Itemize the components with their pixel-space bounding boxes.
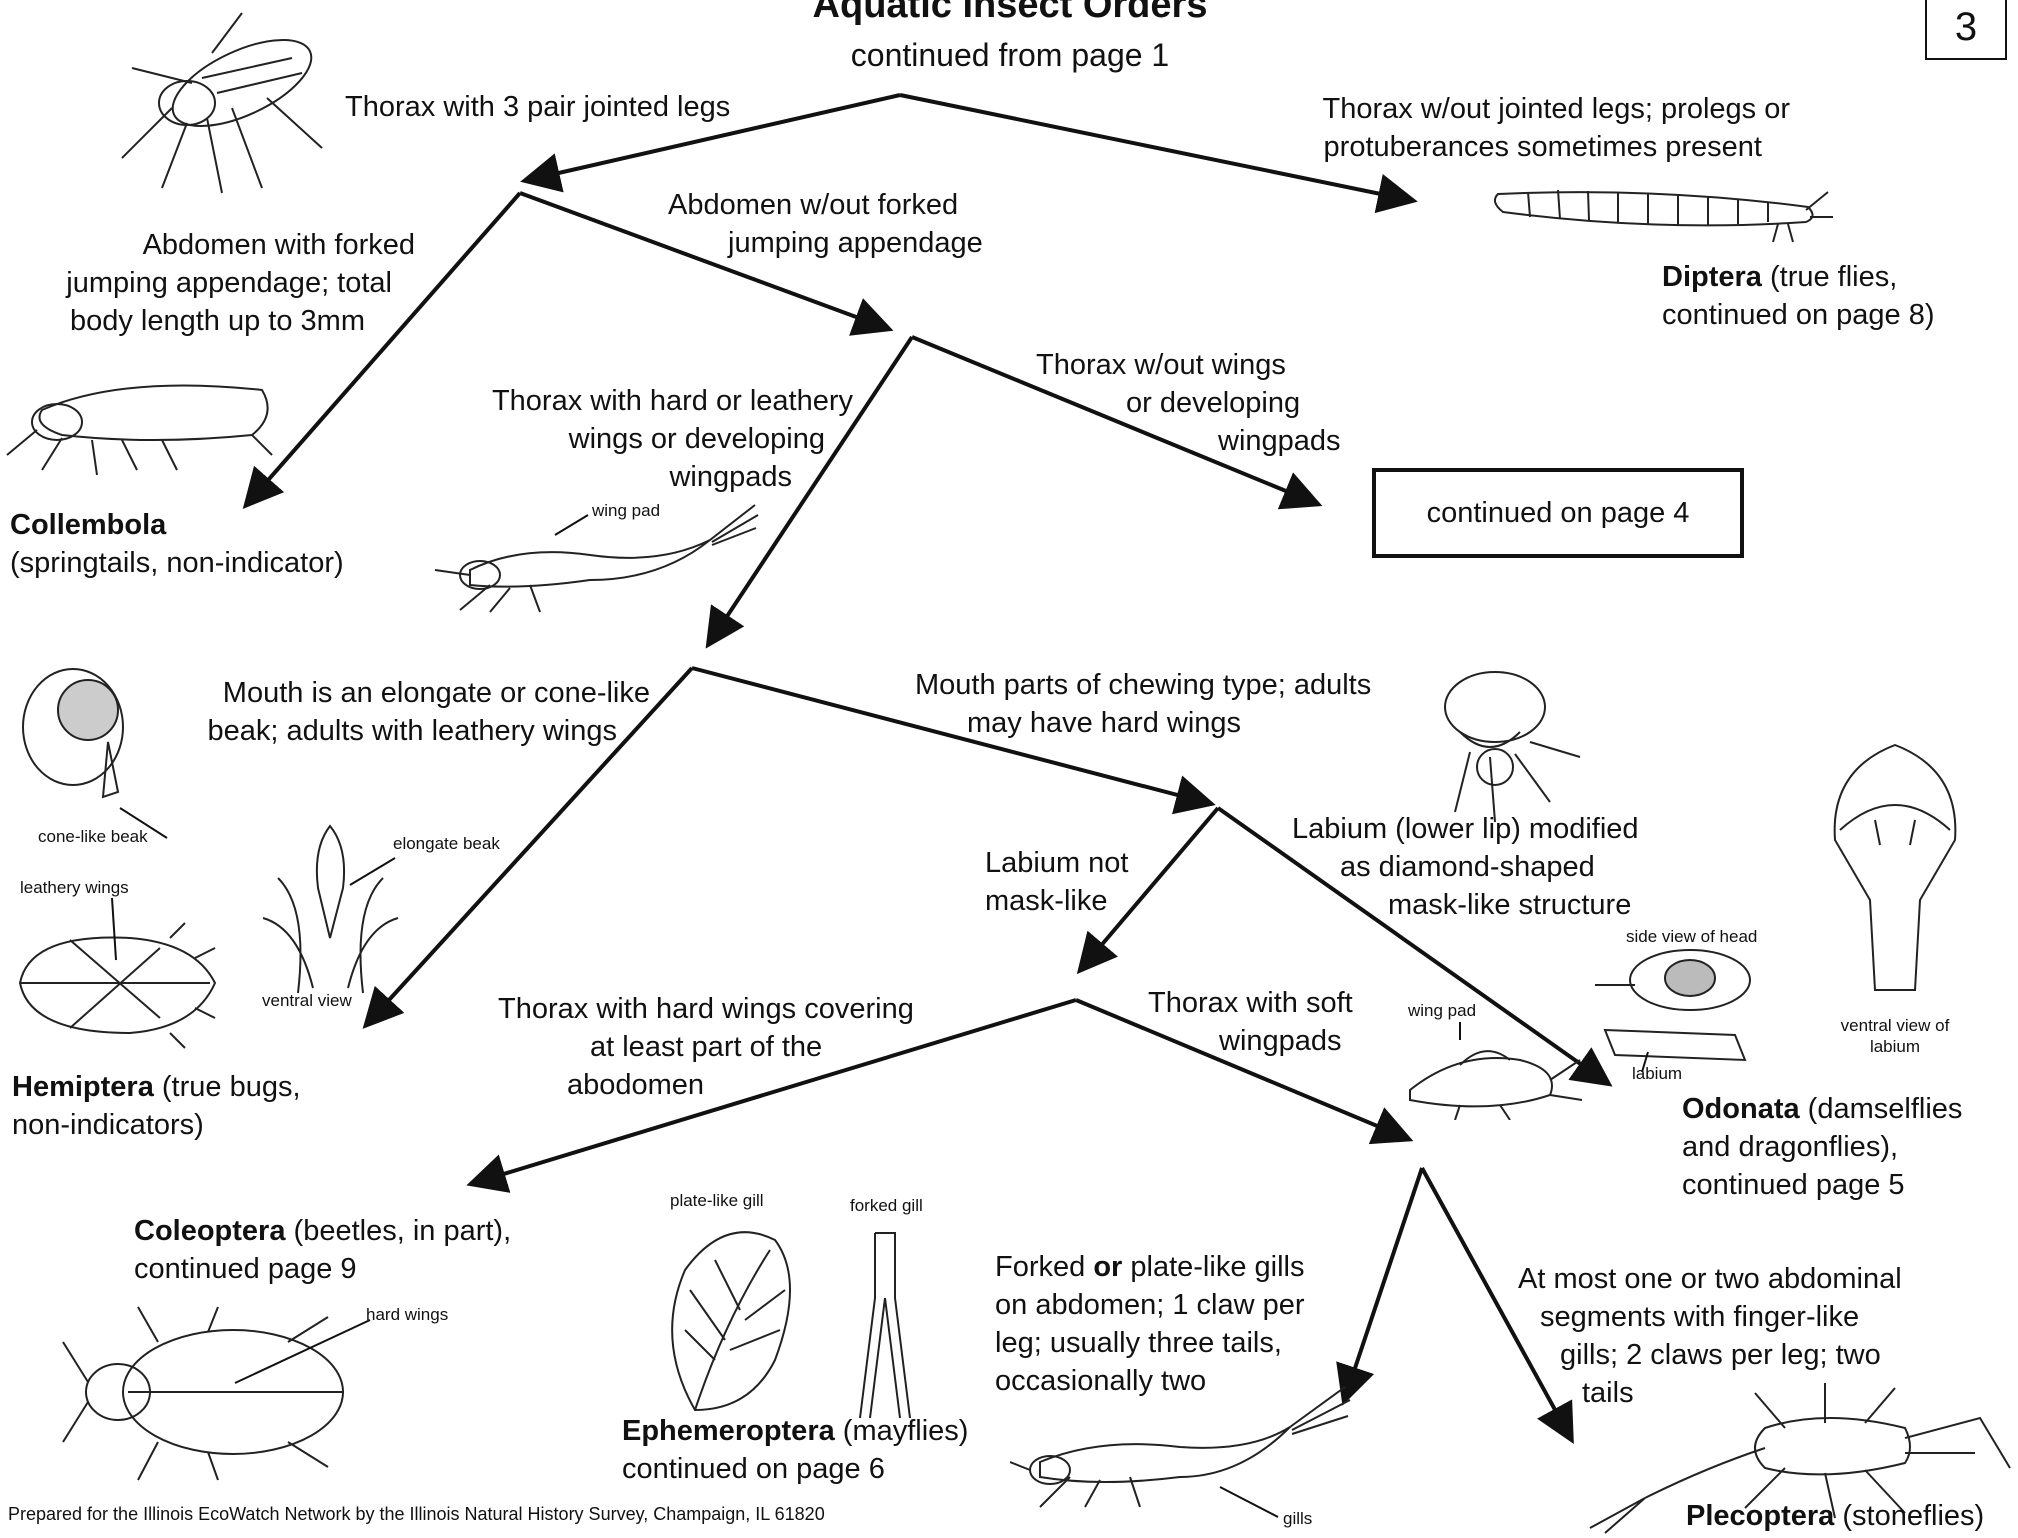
forked-gill-label: forked gill [850,1195,923,1217]
couplet-5b-text-line2: as diamond-shaped [1340,848,1595,886]
couplet-5a-text-line1: Labium not [985,844,1129,882]
gills-label: gills [1283,1508,1312,1530]
labium-label: labium [1632,1063,1682,1085]
couplet-2a-text-line3: body length up to 3mm [0,302,365,340]
couplet-3a-text-line3: wingpads [380,458,792,496]
odonata-result-line2: and dragonflies), [1682,1128,1898,1166]
couplet-5b-text-line1: Labium (lower lip) modified [1292,810,1639,848]
diptera-result-line2: continued on page 8) [1662,296,1935,334]
coleoptera-result-line2: continued page 9 [134,1250,357,1288]
couplet-2b-text-line2: jumping appendage [728,224,983,262]
couplet-4b-text-line2: may have hard wings [967,704,1241,742]
continued-page-4-box: continued on page 4 [1372,468,1744,558]
couplet-5a-text-line2: mask-like [985,882,1107,920]
plecoptera-result-line1: Plecoptera (stoneflies) [1686,1497,1984,1535]
couplet-4a-text-line2: beak; adults with leathery wings [100,712,617,750]
couplet-6a-text-line2: at least part of the [590,1028,822,1066]
couplet-3a-text-line2: wings or developing [380,420,825,458]
wing-pad-label-1: wing pad [592,500,660,522]
hemiptera-result-line2: non-indicators) [12,1106,204,1144]
hard-wings-label: hard wings [366,1304,448,1326]
elongate-beak-label: elongate beak [393,833,500,855]
couplet-6b-text-line1: Thorax with soft [1148,984,1353,1022]
leathery-wings-label: leathery wings [20,877,129,899]
couplet-3b-text-line1: Thorax w/out wings [1036,346,1286,384]
hemiptera-result-line1: Hemiptera (true bugs, [12,1068,301,1106]
couplet-6b-text-line2: wingpads [1219,1022,1342,1060]
ventral-view-of-labium-label-line1: ventral view of [1820,1015,1970,1037]
couplet-6a-text-line1: Thorax with hard wings covering [498,990,914,1028]
coleoptera-result-line1: Coleoptera (beetles, in part), [134,1212,511,1250]
collembola-result-line1: Collembola [10,506,166,544]
couplet-7a-text-line4: occasionally two [995,1362,1206,1400]
couplet-4b-text-line1: Mouth parts of chewing type; adults [915,666,1371,704]
diptera-result-line1: Diptera (true flies, [1662,258,1897,296]
cone-like-beak-label: cone-like beak [38,826,148,848]
footer-credit: Prepared for the Illinois EcoWatch Netwo… [8,1502,825,1526]
couplet-7a-text-line3: leg; usually three tails, [995,1324,1282,1362]
ventral-view-of-labium-label-line2: labium [1820,1036,1970,1058]
couplet-7b-text-line1: At most one or two abdominal [1518,1260,1902,1298]
couplet-7b-text-line4: tails [1582,1374,1634,1412]
ventral-view-label: ventral view [262,990,352,1012]
ephemeroptera-result-line1: Ephemeroptera (mayflies) [622,1412,968,1450]
couplet-2a-text-line1: Abdomen with forked [40,226,415,264]
couplet-3b-text-line2: or developing [1126,384,1300,422]
couplet-3b-text-line3: wingpads [1218,422,1341,460]
couplet-4a-text-line1: Mouth is an elongate or cone-like [100,674,650,712]
couplet-1b-text-line2: protuberances sometimes present [1150,128,1762,166]
side-view-of-head-label: side view of head [1626,926,1757,948]
odonata-result-line3: continued page 5 [1682,1166,1905,1204]
plate-like-gill-label: plate-like gill [670,1190,764,1212]
couplet-7a-text-line1: Forked or plate-like gills [995,1248,1304,1286]
collembola-result-line2: (springtails, non-indicator) [10,544,344,582]
couplet-7b-text-line3: gills; 2 claws per leg; two [1560,1336,1881,1374]
wing-pad-label-2: wing pad [1408,1000,1476,1022]
couplet-7a-text-line2: on abdomen; 1 claw per [995,1286,1305,1324]
ephemeroptera-result-line2: continued on page 6 [622,1450,885,1488]
couplet-5b-text-line3: mask-like structure [1388,886,1631,924]
couplet-1a-text: Thorax with 3 pair jointed legs [345,88,730,126]
odonata-result-line1: Odonata (damselflies [1682,1090,1962,1128]
couplet-2a-text-line2: jumping appendage; total [0,264,392,302]
couplet-3a-text-line1: Thorax with hard or leathery [380,382,853,420]
couplet-6a-text-line3: abodomen [567,1066,704,1104]
couplet-1b-text-line1: Thorax w/out jointed legs; prolegs or [1150,90,1790,128]
couplet-2b-text-line1: Abdomen w/out forked [668,186,958,224]
couplet-7b-text-line2: segments with finger-like [1540,1298,1859,1336]
